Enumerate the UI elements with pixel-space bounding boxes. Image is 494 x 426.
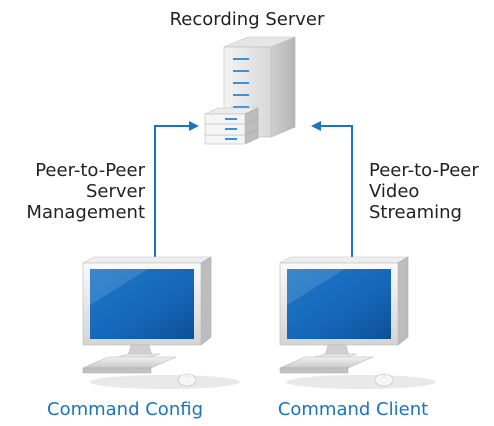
mouse-icon [374,373,394,387]
server-icon [204,36,296,145]
storage-unit-icon [204,107,259,125]
connection-left-arrow [154,121,199,262]
mouse-icon [177,373,197,387]
arrowhead-icon [189,121,199,131]
monitor-icon [82,256,240,389]
server-label: Recording Server [169,9,325,30]
client-label-command-client: Command Client [277,399,429,420]
arrowhead-icon [311,121,321,131]
monitor-icon [279,256,436,389]
connection-label-server-management: Peer-to-Peer Server Management [26,160,145,223]
connection-right-arrow [311,121,353,262]
client-label-command-config: Command Config [47,399,203,420]
connection-label-video-streaming: Peer-to-Peer Video Streaming [369,160,479,223]
